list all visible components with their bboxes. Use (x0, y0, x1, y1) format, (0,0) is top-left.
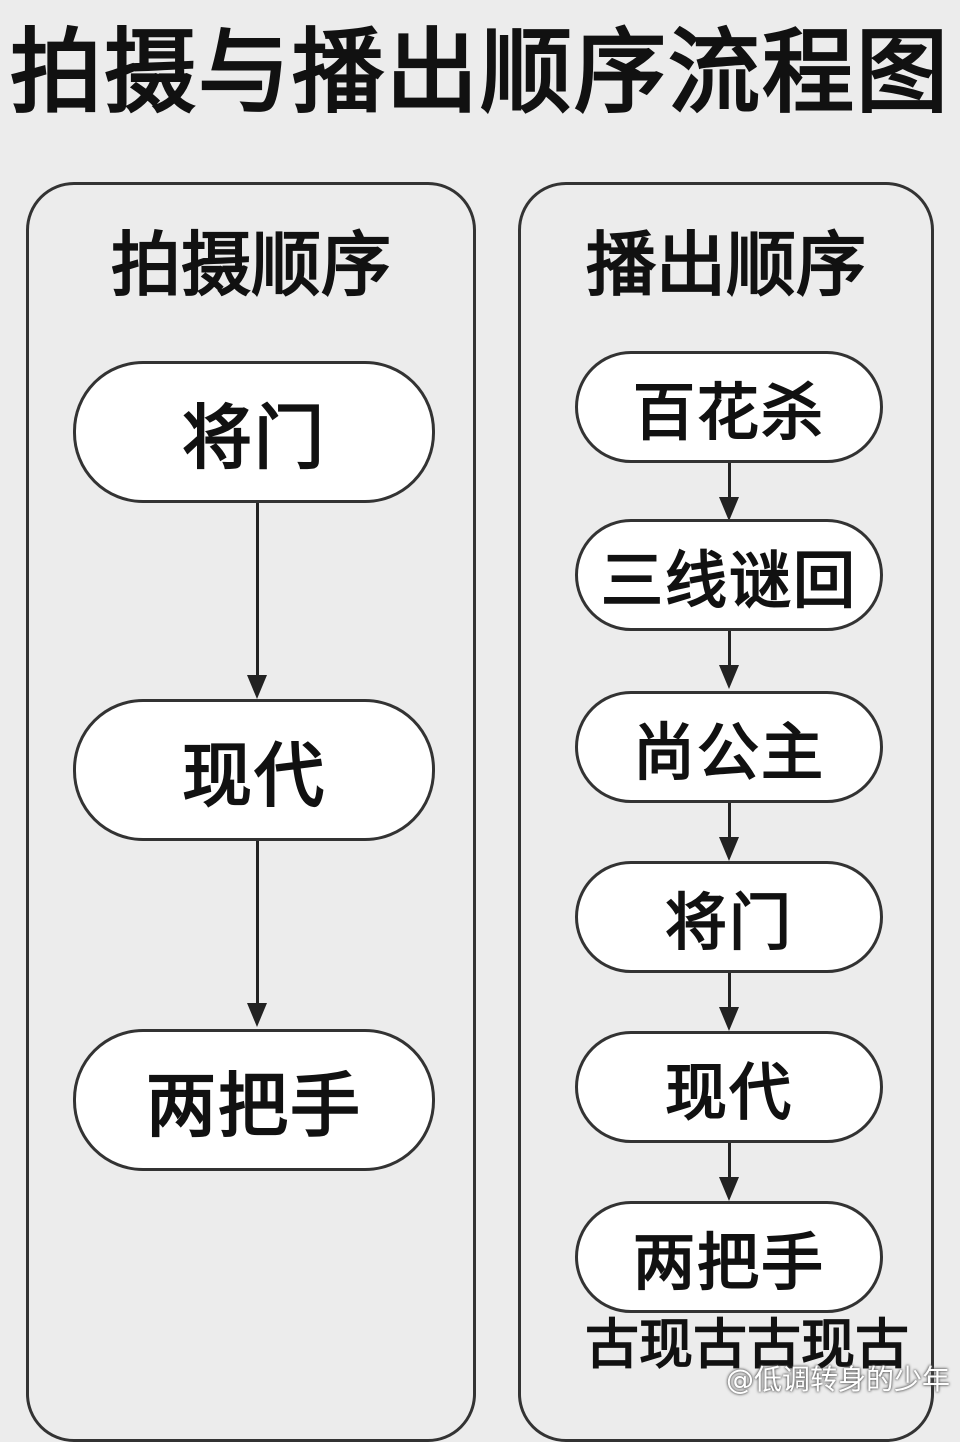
shooting-step-2: 现代 (73, 699, 435, 841)
shooting-order-heading: 拍摄顺序 (111, 224, 391, 306)
shooting-order-panel: 拍摄顺序 将门 现代 两把手 (26, 182, 476, 1442)
broadcast-order-heading: 播出顺序 (586, 224, 866, 306)
shooting-step-3: 两把手 (73, 1029, 435, 1171)
broadcast-step-3: 尚公主 (575, 691, 883, 803)
broadcast-step-4: 将门 (575, 861, 883, 973)
weibo-watermark: @低调转身的少年 (725, 1363, 950, 1396)
broadcast-step-5: 现代 (575, 1031, 883, 1143)
diagram-title: 拍摄与播出顺序流程图 (9, 19, 950, 126)
broadcast-step-1: 百花杀 (575, 351, 883, 463)
broadcast-order-panel: 播出顺序 百花杀 三线谜回 尚公主 将门 现代 两把手 古现古古现古 (518, 182, 934, 1442)
broadcast-step-6: 两把手 (575, 1201, 883, 1313)
broadcast-step-2: 三线谜回 (575, 519, 883, 631)
shooting-step-1: 将门 (73, 361, 435, 503)
broadcast-footer-note: 古现古古现古 (585, 1313, 909, 1376)
